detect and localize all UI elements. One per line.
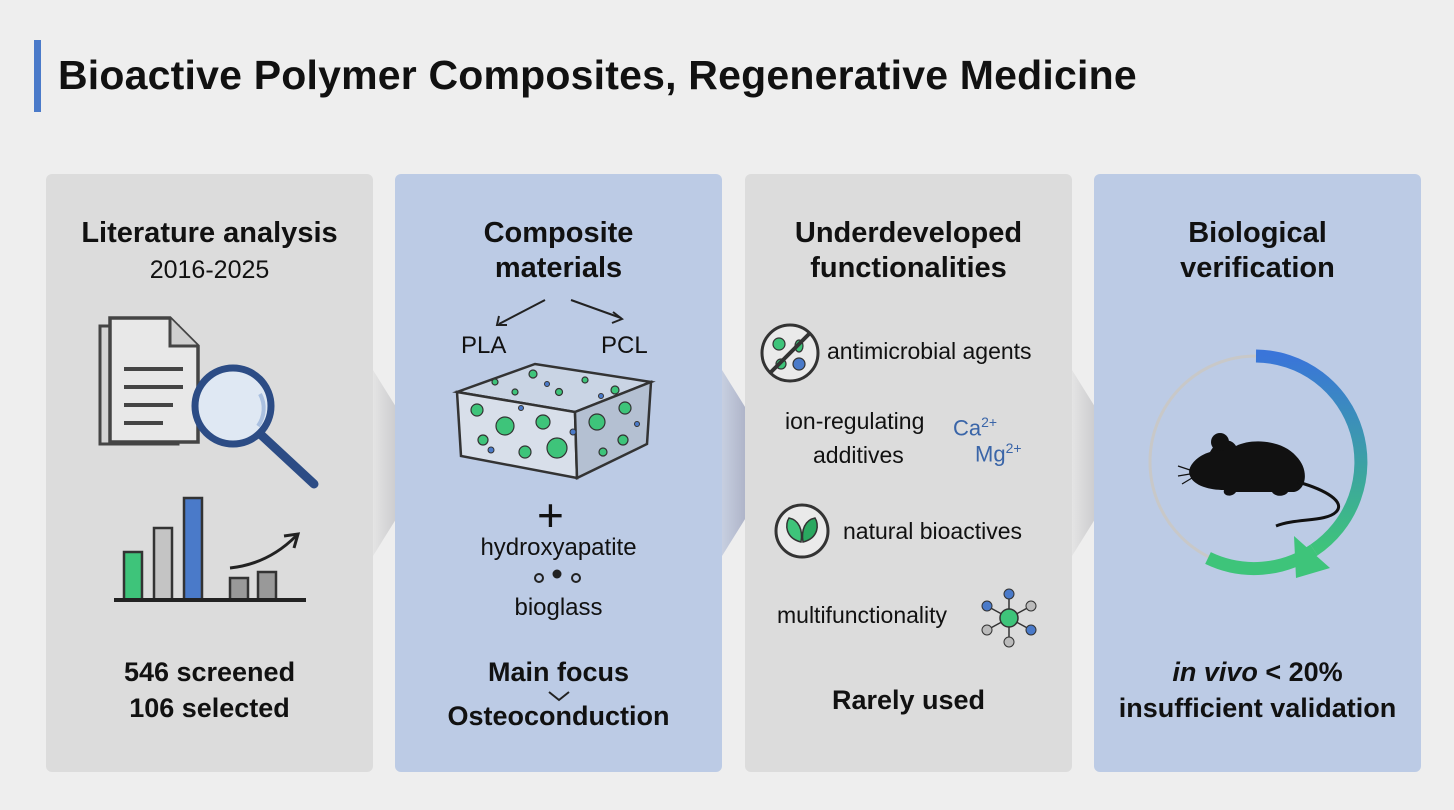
leaf-icon (774, 503, 830, 559)
branch-arrows-icon (495, 299, 624, 326)
panel-title-line2: functionalities (810, 252, 1007, 284)
panel-title: Literature analysis (81, 217, 338, 249)
panel-title-line2: verification (1180, 252, 1335, 284)
item-natural-bioactives: natural bioactives (843, 518, 1022, 544)
trend-arrow-icon (229, 532, 301, 570)
magnifier-icon (191, 364, 319, 489)
panel-subtitle: 2016-2025 (149, 256, 270, 284)
footer-insufficient-validation: insufficient validation (1118, 693, 1397, 723)
cycle-arrow-icon (1148, 349, 1368, 578)
panel-biological-verification: Biological verification in vivo < 20% in… (1094, 174, 1421, 772)
no-bacteria-icon (760, 323, 820, 383)
panel-underdeveloped-functionalities: Underdeveloped functionalities antimicro… (745, 174, 1072, 772)
plus-sign: + (537, 489, 564, 541)
title-accent-bar (34, 40, 41, 112)
page-title: Bioactive Polymer Composites, Regenerati… (58, 52, 1137, 98)
footer-selected: 106 selected (129, 693, 290, 723)
multifunction-hub-icon (981, 588, 1037, 648)
porous-scaffold-icon (452, 362, 656, 480)
additive-hydroxyapatite: hydroxyapatite (480, 534, 637, 561)
material-pla: PLA (461, 332, 507, 359)
ion-magnesium: Mg2+ (975, 440, 1022, 467)
item-ion-regulating: ion-regulating (785, 408, 925, 434)
document-icon (98, 316, 200, 446)
footer-osteoconduction: Osteoconduction (447, 701, 670, 731)
particles-icon (534, 569, 581, 583)
footer-in-vivo: in vivo < 20% (1172, 657, 1343, 687)
ion-calcium: Ca2+ (953, 414, 998, 441)
mouse-icon (1177, 433, 1340, 528)
panel-title-line1: Biological (1188, 217, 1327, 249)
additive-bioglass: bioglass (514, 594, 603, 621)
item-antimicrobial-agents: antimicrobial agents (827, 338, 1032, 364)
panel-literature-analysis: Literature analysis 2016-2025 546 screen… (46, 174, 373, 772)
item-multifunctionality: multifunctionality (777, 602, 948, 628)
footer-rarely-used: Rarely used (831, 685, 986, 715)
material-pcl: PCL (601, 332, 648, 359)
chevron-down-icon (548, 691, 570, 702)
panel-composite-materials: Composite materials PLA PCL + hydroxyapa… (395, 174, 722, 772)
panel-title-line1: Underdeveloped (794, 217, 1023, 249)
panel-title-line1: Composite (483, 217, 634, 249)
footer-main-focus: Main focus (487, 657, 629, 687)
footer-screened: 546 screened (123, 657, 296, 687)
item-additives: additives (813, 442, 904, 468)
panel-title-line2: materials (494, 252, 623, 284)
bar-chart-icon (114, 496, 306, 602)
